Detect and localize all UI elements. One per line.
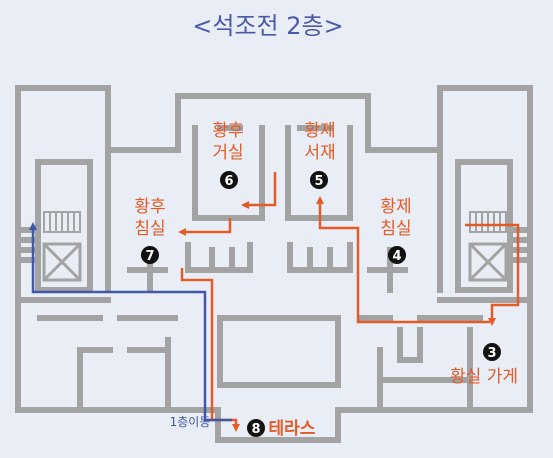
- stop-royal-shop: 3 황실 가게: [450, 343, 518, 387]
- svg-text:8: 8: [251, 422, 260, 437]
- stairs-icon: [43, 211, 507, 233]
- svg-text:7: 7: [145, 249, 154, 264]
- svg-text:침실: 침실: [380, 219, 411, 239]
- svg-text:침실: 침실: [134, 219, 165, 239]
- svg-text:거실: 거실: [212, 143, 243, 163]
- room-empress-living: 황후 거실 6: [212, 121, 244, 189]
- room-emperor-bedroom: 황제 침실 4: [380, 197, 412, 264]
- orange-routes: [178, 172, 520, 432]
- walls: [15, 85, 533, 443]
- room-emperor-study: 황제 서재 5: [304, 121, 336, 189]
- svg-text:4: 4: [392, 249, 401, 264]
- svg-text:황후: 황후: [212, 121, 243, 141]
- svg-text:3: 3: [487, 346, 496, 361]
- svg-text:5: 5: [314, 174, 323, 189]
- svg-text:서재: 서재: [304, 143, 335, 163]
- move-floor-note: 1층이동: [170, 415, 211, 429]
- room-empress-bedroom: 황후 침실 7: [134, 197, 166, 264]
- stop-terrace: 8 테라스: [247, 419, 316, 439]
- svg-text:황실 가게: 황실 가게: [450, 367, 518, 387]
- blue-route: [29, 222, 232, 422]
- svg-text:황제: 황제: [380, 197, 411, 217]
- svg-text:황후: 황후: [134, 197, 165, 217]
- svg-text:테라스: 테라스: [269, 419, 316, 439]
- elevator-icon: [42, 242, 508, 282]
- svg-text:황제: 황제: [304, 121, 335, 141]
- svg-text:6: 6: [224, 174, 233, 189]
- map-title: <석조전 2층>: [192, 12, 343, 40]
